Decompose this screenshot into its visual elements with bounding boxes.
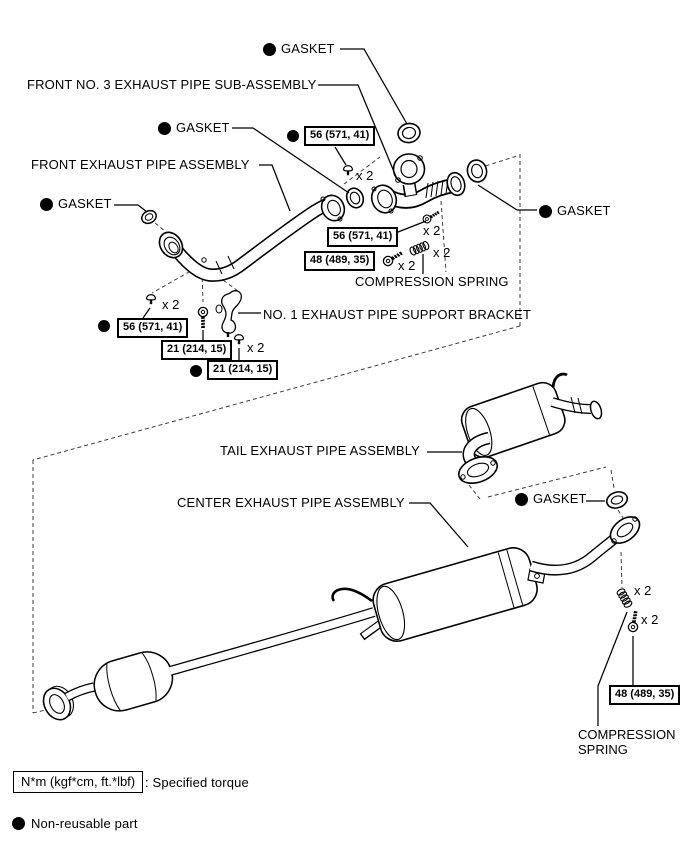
nut-icon bbox=[342, 164, 354, 177]
torque-box-56-a: 56 (571, 41) bbox=[304, 126, 376, 146]
qty-marker: x 2 bbox=[634, 583, 652, 598]
non-reusable-dot-icon bbox=[158, 122, 171, 135]
label-gasket-top: GASKET bbox=[281, 41, 335, 56]
label-gasket-right: GASKET bbox=[557, 203, 611, 218]
label-gasket-bottom: GASKET bbox=[533, 491, 587, 506]
explode-guides bbox=[32, 154, 624, 714]
leader-lines bbox=[114, 48, 634, 726]
gasket-ring-top bbox=[397, 122, 421, 144]
bolt-icon bbox=[196, 305, 210, 330]
label-compression-spring-bottom: COMPRESSION SPRING bbox=[578, 727, 676, 757]
support-bracket-drawing bbox=[215, 290, 242, 337]
label-gasket-mid: GASKET bbox=[176, 120, 230, 135]
torque-box-48-a: 48 (489, 35) bbox=[304, 251, 376, 271]
label-front-no3-pipe: FRONT NO. 3 EXHAUST PIPE SUB-ASSEMBLY bbox=[27, 77, 317, 92]
torque-box-21-b: 21 (214, 15) bbox=[207, 360, 279, 380]
center-pipe-drawing bbox=[42, 491, 641, 721]
label-tail-pipe-assembly: TAIL EXHAUST PIPE ASSEMBLY bbox=[220, 443, 420, 458]
label-front-pipe-assembly: FRONT EXHAUST PIPE ASSEMBLY bbox=[31, 157, 250, 172]
legend-torque-unit-box: N*m (kgf*cm, ft.*lbf) bbox=[13, 771, 144, 793]
qty-marker: x 2 bbox=[641, 612, 659, 627]
non-reusable-dot-icon bbox=[98, 320, 110, 332]
non-reusable-dot-icon bbox=[287, 130, 299, 142]
label-compression-line1: COMPRESSION bbox=[578, 727, 676, 742]
qty-marker: x 2 bbox=[247, 340, 265, 355]
non-reusable-dot-icon bbox=[12, 817, 25, 830]
torque-box-56-c: 56 (571, 41) bbox=[117, 318, 189, 338]
qty-marker: x 2 bbox=[433, 245, 451, 260]
bolt-icon bbox=[625, 608, 643, 635]
gasket-ring-mid bbox=[345, 187, 365, 209]
non-reusable-dot-icon bbox=[40, 198, 53, 211]
torque-box-21-a: 21 (214, 15) bbox=[161, 340, 233, 360]
qty-marker: x 2 bbox=[423, 223, 441, 238]
gasket-ring-bottom bbox=[605, 491, 629, 509]
front-no3-pipe-drawing bbox=[370, 122, 488, 214]
non-reusable-dot-icon bbox=[539, 205, 552, 218]
qty-marker: x 2 bbox=[398, 258, 416, 273]
torque-box-48-b: 48 (489, 35) bbox=[609, 685, 681, 705]
label-center-pipe-assembly: CENTER EXHAUST PIPE ASSEMBLY bbox=[177, 495, 405, 510]
qty-marker: x 2 bbox=[162, 297, 180, 312]
tail-pipe-drawing bbox=[457, 372, 603, 484]
nut-icon bbox=[233, 333, 245, 346]
qty-marker: x 2 bbox=[356, 168, 374, 183]
nut-icon bbox=[145, 293, 157, 306]
compression-spring-icon bbox=[615, 587, 634, 610]
compression-spring-icon bbox=[408, 240, 431, 257]
front-pipe-drawing bbox=[141, 187, 365, 282]
legend-torque-desc: : Specified torque bbox=[145, 775, 249, 790]
non-reusable-dot-icon bbox=[190, 365, 202, 377]
label-compression-line2: SPRING bbox=[578, 742, 628, 757]
torque-box-56-b: 56 (571, 41) bbox=[327, 227, 399, 247]
label-compression-spring-top: COMPRESSION SPRING bbox=[355, 274, 509, 289]
gasket-ring-right bbox=[466, 159, 488, 183]
label-gasket-left: GASKET bbox=[58, 196, 112, 211]
non-reusable-dot-icon bbox=[515, 493, 528, 506]
non-reusable-dot-icon bbox=[263, 43, 276, 56]
label-no1-support-bracket: NO. 1 EXHAUST PIPE SUPPORT BRACKET bbox=[263, 307, 532, 322]
legend-non-reusable: Non-reusable part bbox=[31, 816, 138, 831]
